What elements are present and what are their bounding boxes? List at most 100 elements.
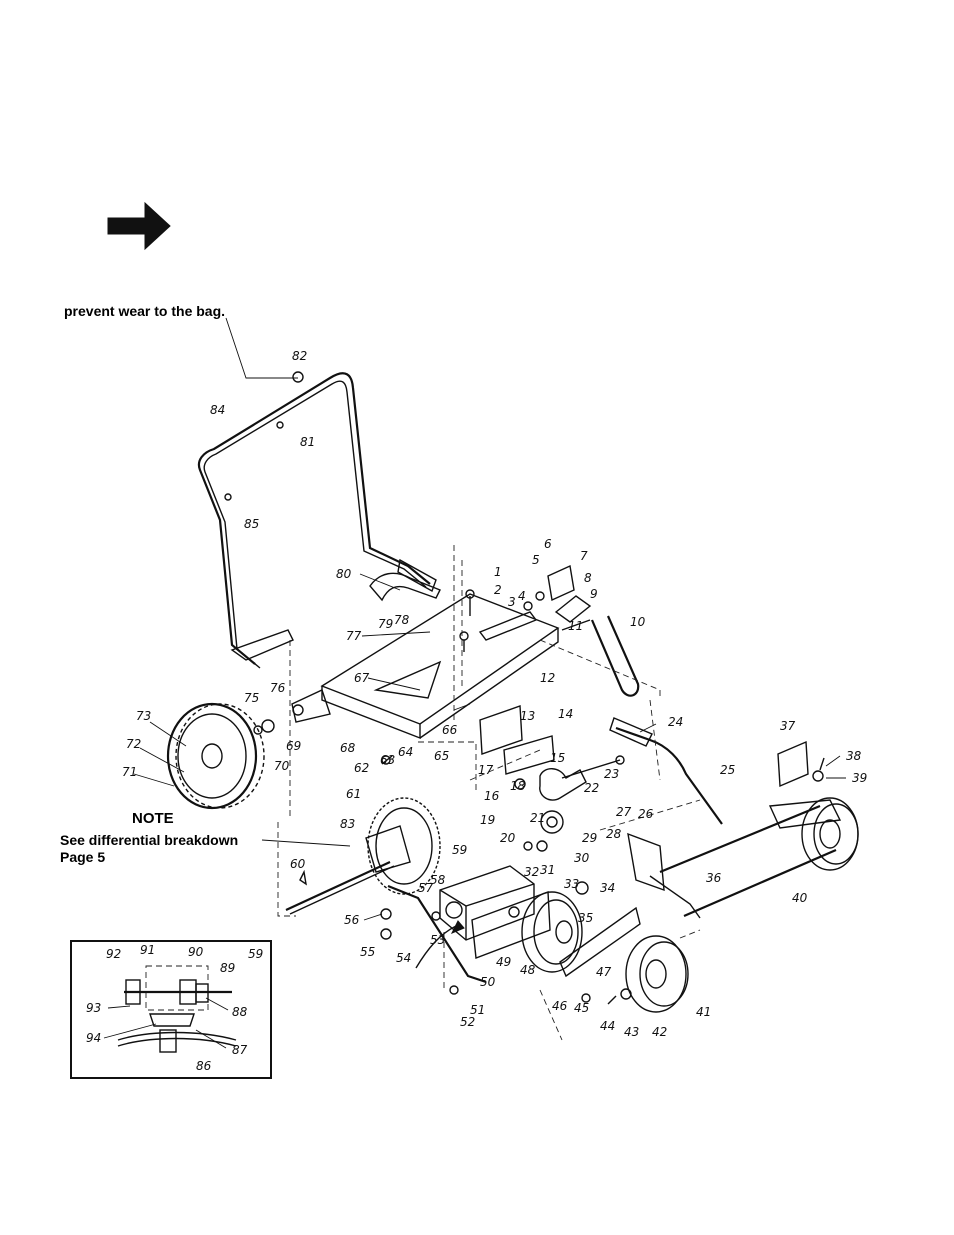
part-label-55: 55: [360, 945, 375, 959]
front-right-wheel: [801, 797, 859, 871]
inset-label-91: 91: [140, 943, 155, 957]
part-label-18: 18: [510, 779, 526, 793]
part-label-37: 37: [780, 719, 796, 733]
part-label-85: 85: [244, 517, 259, 531]
part-label-16: 16: [484, 789, 500, 803]
part-label-4: 4: [518, 589, 526, 603]
part-label-11: 11: [568, 619, 583, 633]
part-label-67: 67: [354, 671, 370, 685]
part-label-48: 48: [520, 963, 536, 977]
inset-label-90: 90: [188, 945, 204, 959]
inset-label-86: 86: [196, 1059, 212, 1073]
part-label-33: 33: [564, 877, 579, 891]
part-label-75: 75: [244, 691, 259, 705]
part-label-47: 47: [596, 965, 612, 979]
part-label-76: 76: [270, 681, 286, 695]
front-left-wheel: [625, 935, 689, 1013]
transaxle-housing: [439, 865, 551, 959]
center-brackets: [479, 705, 587, 834]
part-label-15: 15: [550, 751, 565, 765]
note-heading: NOTE: [132, 810, 174, 827]
right-arrow-icon: [107, 201, 171, 251]
part-label-69: 69: [286, 739, 301, 753]
part-label-59: 59: [452, 843, 467, 857]
shift-lever: [387, 884, 487, 984]
inset-part-labels: 59 86 87 88 89 90 91 92 93 94: [86, 943, 263, 1073]
part-label-38: 38: [846, 749, 862, 763]
part-label-10: 10: [630, 615, 646, 629]
drive-sprocket: [365, 797, 441, 895]
part-label-7: 7: [580, 549, 588, 563]
part-label-49: 49: [496, 955, 511, 969]
part-label-72: 72: [126, 737, 141, 751]
part-label-68: 68: [340, 741, 356, 755]
part-label-3: 3: [508, 595, 516, 609]
part-label-60: 60: [290, 857, 306, 871]
part-label-58: 58: [430, 873, 446, 887]
inset-label-94: 94: [86, 1031, 101, 1045]
part-label-19: 19: [480, 813, 495, 827]
handle-tube: [197, 371, 437, 669]
height-adjust-lever: [547, 564, 640, 697]
part-label-66: 66: [442, 723, 458, 737]
inset-label-92: 92: [106, 947, 121, 961]
part-label-5: 5: [532, 553, 540, 567]
part-label-39: 39: [852, 771, 867, 785]
part-label-6: 6: [544, 537, 552, 551]
part-label-13: 13: [520, 709, 535, 723]
part-label-14: 14: [558, 707, 573, 721]
part-label-70: 70: [274, 759, 290, 773]
part-label-46: 46: [552, 999, 568, 1013]
part-label-9: 9: [590, 587, 598, 601]
inset-label-59: 59: [248, 947, 263, 961]
main-frame: [291, 593, 560, 740]
drive-pulley: [521, 881, 641, 978]
part-label-80: 80: [336, 567, 352, 581]
note-text-line2: Page 5: [60, 849, 106, 865]
rear-axle-shaft-edge: [289, 865, 395, 915]
part-label-65: 65: [434, 749, 449, 763]
part-label-56: 56: [344, 913, 360, 927]
part-label-30: 30: [574, 851, 590, 865]
part-label-64: 64: [398, 745, 413, 759]
part-label-32: 32: [524, 865, 539, 879]
part-label-27: 27: [616, 805, 632, 819]
part-label-21: 21: [530, 811, 545, 825]
rear-wheel: [166, 702, 275, 810]
part-label-81: 81: [300, 435, 315, 449]
part-label-20: 20: [500, 831, 516, 845]
note-text-line1: See differential breakdown: [60, 832, 239, 848]
part-label-45: 45: [574, 1001, 589, 1015]
front-axle: [627, 799, 842, 919]
part-label-82: 82: [292, 349, 307, 363]
caption-leader-line: [225, 317, 298, 379]
part-label-41: 41: [696, 1005, 711, 1019]
part-label-28: 28: [606, 827, 622, 841]
part-label-71: 71: [122, 765, 137, 779]
part-label-26: 26: [638, 807, 654, 821]
part-label-57: 57: [418, 881, 434, 895]
part-label-17: 17: [478, 763, 494, 777]
part-label-44: 44: [600, 1019, 615, 1033]
assembly-guide-lines: [277, 545, 701, 1041]
inset-label-93: 93: [86, 1001, 101, 1015]
part-label-54: 54: [396, 951, 411, 965]
label-leader-lines: [103, 573, 846, 1049]
part-label-42: 42: [652, 1025, 667, 1039]
part-label-34: 34: [600, 881, 615, 895]
part-label-8: 8: [584, 571, 592, 585]
inset-label-88: 88: [232, 1005, 248, 1019]
part-label-36: 36: [706, 871, 722, 885]
part-label-35: 35: [578, 911, 593, 925]
part-label-31: 31: [540, 863, 555, 877]
part-label-62: 62: [354, 761, 369, 775]
wheel-bracket: [777, 740, 809, 788]
part-label-23: 23: [604, 767, 619, 781]
top-note-caption: prevent wear to the bag.: [64, 303, 226, 319]
part-label-77: 77: [346, 629, 362, 643]
part-label-73: 73: [136, 709, 151, 723]
part-label-61: 61: [346, 787, 361, 801]
handle-bracket: [369, 572, 441, 602]
part-label-51: 51: [470, 1003, 485, 1017]
